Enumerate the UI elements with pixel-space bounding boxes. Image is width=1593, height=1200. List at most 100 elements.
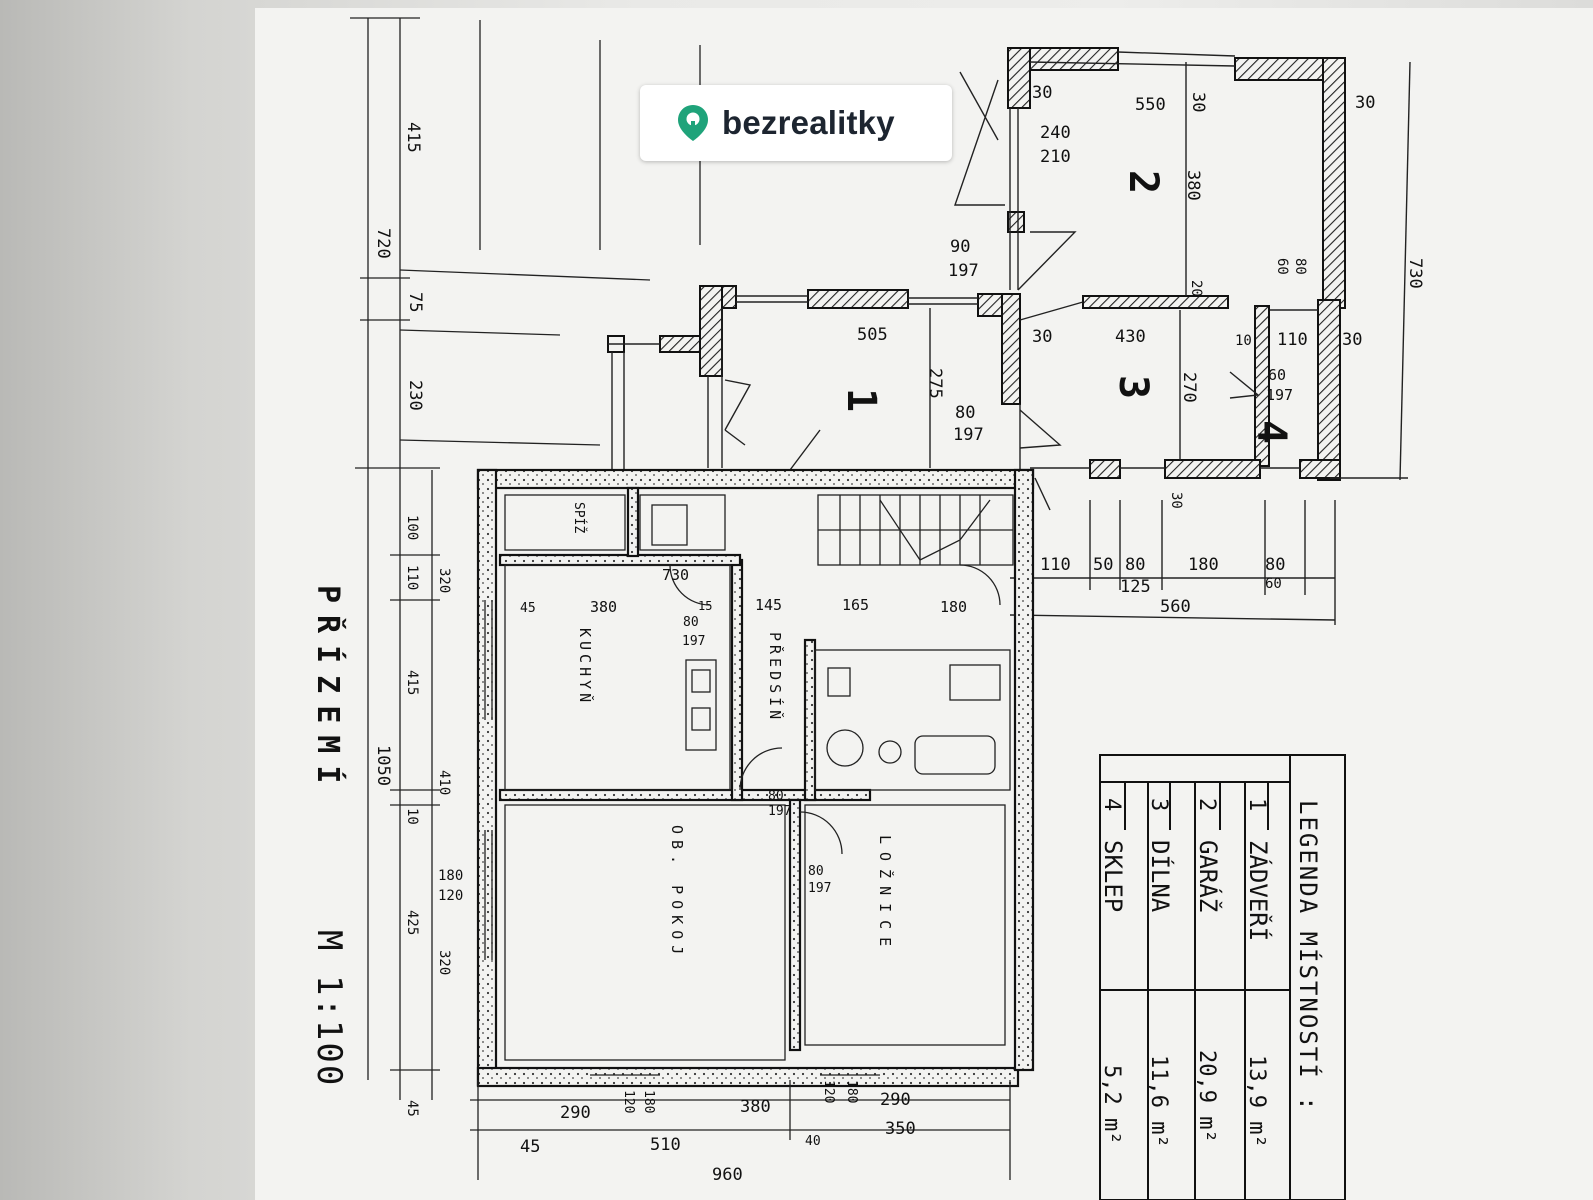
dim: 380 — [740, 1097, 771, 1117]
dim: 30 — [1032, 327, 1052, 347]
legend-row-4-num: 4 — [1099, 798, 1124, 811]
floor-title: PŘÍZEMÍ — [310, 585, 347, 795]
room-name-ob-pokoj: OB. POKOJ — [668, 825, 686, 960]
legend-row-2-area: 20,9 m² — [1194, 1050, 1219, 1143]
dim: 197 — [953, 425, 984, 445]
room-name-kuchyn: KUCHYŇ — [576, 628, 595, 706]
legend-title: LEGENDA MÍSTNOSTÍ : — [1294, 800, 1323, 1113]
dim: 125 — [1120, 577, 1151, 597]
dim: 110 — [1277, 330, 1308, 350]
dim: 425 — [404, 910, 420, 935]
dim: 197 — [768, 804, 791, 819]
dim: 50 — [1093, 555, 1113, 575]
legend-table: LEGENDA MÍSTNOSTÍ : 1 ZÁDVEŘÍ 13,9 m² 2 … — [1099, 754, 1346, 1200]
staircase — [818, 495, 1013, 565]
dim: 90 — [950, 237, 970, 257]
dim: 10 — [404, 808, 420, 825]
dim: 730 — [1405, 258, 1425, 289]
dim: 15 — [698, 599, 712, 613]
dim: 165 — [842, 596, 869, 614]
dim: 120 — [821, 1080, 836, 1103]
dim: 180 — [1188, 555, 1219, 575]
dim: 120 — [621, 1090, 636, 1113]
bottom-dimensions: 290 120 180 380 120 180 290 45 510 350 9… — [520, 1080, 916, 1185]
dim: 80 — [683, 615, 699, 630]
dim: 60 — [1274, 258, 1290, 275]
room-number-1: 1 — [838, 388, 884, 412]
legend-row-3-num: 3 — [1146, 798, 1171, 811]
dim: 275 — [925, 368, 945, 399]
left-dimensions: 415 720 75 230 100 110 320 415 410 1050 … — [373, 122, 463, 1117]
scale-label: M 1:100 — [309, 930, 349, 1087]
dim: 30 — [1188, 92, 1208, 112]
dim: 197 — [948, 261, 979, 281]
dim: 240 — [1040, 123, 1071, 143]
room-number-4: 4 — [1248, 420, 1294, 444]
dim: 320 — [436, 568, 452, 593]
dim: 30 — [1168, 492, 1184, 509]
dim: 100 — [404, 515, 420, 540]
dim: 430 — [1115, 327, 1146, 347]
dim: 210 — [1040, 147, 1071, 167]
dim: 410 — [436, 770, 452, 795]
dim: 380 — [590, 598, 617, 616]
dim: 80 — [1292, 258, 1308, 275]
room-numbers: 1 2 3 4 — [838, 170, 1294, 444]
dim: 145 — [755, 596, 782, 614]
dim: 40 — [805, 1134, 821, 1149]
room-name-spiz: SPÍŽ — [571, 502, 587, 533]
brand-logo: bezrealitky — [640, 85, 952, 161]
dim: 290 — [560, 1103, 591, 1123]
legend-row-1-name: ZÁDVEŘÍ — [1244, 840, 1273, 941]
legend-row-3-area: 11,6 m² — [1146, 1055, 1171, 1148]
dim: 30 — [1342, 330, 1362, 350]
legend-row-2-num: 2 — [1194, 798, 1219, 811]
dim: 120 — [438, 888, 463, 904]
dim: 560 — [1160, 597, 1191, 617]
dim: 415 — [404, 670, 420, 695]
dim: 505 — [857, 325, 888, 345]
annex-dimensions: 30 550 30 240 210 380 90 197 80 60 20 30… — [857, 83, 1425, 617]
dim: 45 — [404, 1100, 420, 1117]
dim: 180 — [438, 868, 463, 884]
dim: 180 — [641, 1090, 656, 1113]
legend-row-3-name: DÍLNA — [1146, 840, 1175, 913]
legend-row-1-num: 1 — [1244, 798, 1269, 811]
dim: 730 — [662, 566, 689, 584]
house-dimensions: 730 380 145 165 180 15 80 197 45 80 197 … — [520, 566, 967, 896]
dim: 320 — [436, 950, 452, 975]
dim: 510 — [650, 1135, 681, 1155]
brand-name: bezrealitky — [722, 104, 895, 141]
dim: 197 — [808, 881, 831, 896]
dim: 110 — [404, 565, 420, 590]
dim: 180 — [940, 598, 967, 616]
dim: 230 — [405, 380, 425, 411]
dim: 20 — [1188, 280, 1204, 297]
dim: 197 — [682, 634, 705, 649]
room-names: KUCHYŇ PŘEDSÍŇ OB. POKOJ LOŽNICE SPÍŽ — [571, 502, 895, 960]
room-number-2: 2 — [1120, 170, 1166, 194]
dim: 80 — [808, 864, 824, 879]
room-name-predsin: PŘEDSÍŇ — [766, 632, 785, 723]
dim: 960 — [712, 1165, 743, 1185]
dim: 30 — [1032, 83, 1052, 103]
dim: 380 — [1183, 170, 1203, 201]
dim: 45 — [520, 601, 536, 616]
house-walls — [476, 468, 1035, 1088]
dim: 720 — [373, 228, 393, 259]
dim: 80 — [955, 403, 975, 423]
dim: 30 — [1355, 93, 1375, 113]
dim: 60 — [1265, 576, 1282, 592]
dim: 80 — [1265, 555, 1285, 575]
dim: 10 — [1235, 333, 1252, 349]
room-name-loznice: LOŽNICE — [876, 835, 895, 954]
legend-row-1-area: 13,9 m² — [1244, 1055, 1269, 1148]
dim: 80 — [768, 789, 784, 804]
annex-outlines — [608, 51, 1411, 625]
house-interior — [350, 17, 1014, 1180]
dim: 180 — [844, 1080, 859, 1103]
legend-row-4-name: SKLEP — [1099, 840, 1127, 912]
dim: 110 — [1040, 555, 1071, 575]
